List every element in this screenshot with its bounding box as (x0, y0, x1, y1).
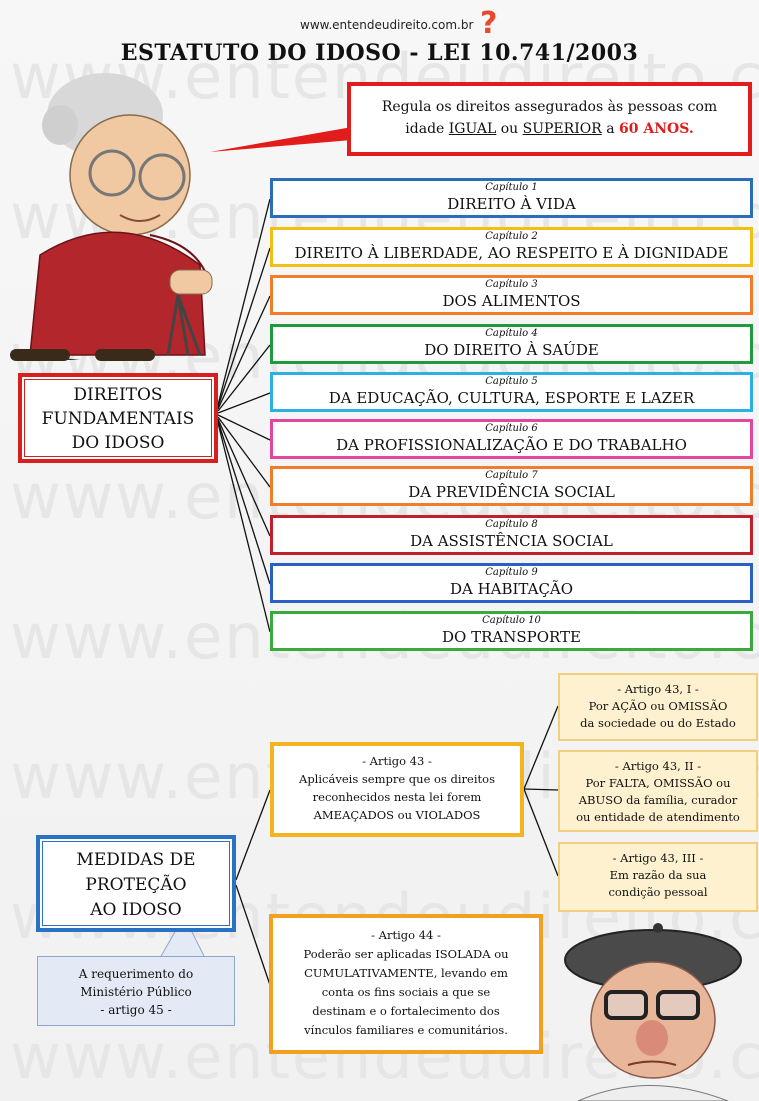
fundamentais-label-1: DIREITOS (73, 385, 163, 405)
intro-age: 60 ANOS. (619, 121, 694, 137)
site-url: www.entendeudireito.com.br (300, 18, 474, 32)
artigo-44-line: Poderão ser aplicadas ISOLADA ou (303, 947, 509, 961)
chapter-box: Capítulo 10 DO TRANSPORTE (270, 611, 753, 651)
artigo-44-box: - Artigo 44 - Poderão ser aplicadas ISOL… (269, 914, 543, 1054)
chapter-title: DO DIREITO À SAÚDE (424, 341, 599, 359)
inciso-box-2: - Artigo 43, II - Por FALTA, OMISSÃO ou … (558, 750, 758, 832)
chapter-box: Capítulo 3 DOS ALIMENTOS (270, 275, 753, 315)
medidas-connectors (235, 705, 559, 986)
inciso-line: Por AÇÃO ou OMISSÃO (588, 699, 728, 713)
artigo-43-title: - Artigo 43 - (362, 754, 432, 768)
chapter-number: Capítulo 2 (485, 231, 538, 242)
inciso-title: - Artigo 43, II - (614, 759, 702, 773)
chapter-number: Capítulo 8 (485, 519, 538, 530)
artigo-44-line: conta os fins sociais a que se (321, 985, 491, 999)
medidas-label-1: MEDIDAS DE (76, 850, 196, 870)
chapter-title: DA PROFISSIONALIZAÇÃO E DO TRABALHO (336, 436, 687, 454)
artigo-43-line: AMEAÇADOS ou VIOLADOS (313, 808, 481, 822)
req-line: Ministério Público (80, 985, 192, 999)
artigo-44-line: destinam e o fortalecimento dos (312, 1004, 500, 1018)
question-mark-icon: ? (480, 6, 498, 41)
inciso-line: Em razão da sua (609, 868, 707, 882)
elderly-man-illustration (564, 923, 742, 1101)
chapter-box: Capítulo 6 DA PROFISSIONALIZAÇÃO E DO TRA… (270, 419, 753, 459)
chapter-number: Capítulo 4 (485, 328, 538, 339)
intro-line-1: Regula os direitos assegurados às pessoa… (381, 99, 718, 115)
artigo-44-line: vínculos familiares e comunitários. (304, 1023, 508, 1037)
chapter-number: Capítulo 10 (482, 615, 541, 626)
req-line: - artigo 45 - (100, 1003, 172, 1017)
chapter-box: Capítulo 1 DIREITO À VIDA (270, 178, 753, 218)
chapter-title: DA PREVIDÊNCIA SOCIAL (408, 483, 615, 501)
chapter-number: Capítulo 9 (485, 567, 538, 578)
chapter-number: Capítulo 5 (485, 376, 538, 387)
chapter-box: Capítulo 7 DA PREVIDÊNCIA SOCIAL (270, 466, 753, 506)
medidas-label-2: PROTEÇÃO (85, 875, 187, 895)
chapter-connectors (217, 198, 271, 633)
artigo-44-line: CUMULATIVAMENTE, levando em (304, 966, 508, 980)
fundamentais-label-2: FUNDAMENTAIS (41, 409, 195, 429)
intro-igual: IGUAL (448, 121, 497, 137)
elderly-woman-illustration (10, 73, 213, 361)
fundamentais-label-3: DO IDOSO (71, 433, 165, 453)
chapter-box: Capítulo 5 DA EDUCAÇÃO, CULTURA, ESPORTE … (270, 372, 753, 412)
direitos-fundamentais-box: DIREITOS FUNDAMENTAIS DO IDOSO (18, 373, 218, 463)
intro-text: ou (496, 121, 523, 137)
artigo-44-title: - Artigo 44 - (371, 928, 441, 942)
intro-text: a (601, 121, 619, 137)
page-title: ESTATUTO DO IDOSO - LEI 10.741/2003 (120, 40, 639, 66)
artigo-43-line: Aplicáveis sempre que os direitos (299, 772, 495, 786)
inciso-line: ou entidade de atendimento (576, 810, 740, 824)
inciso-box-3: - Artigo 43, III - Em razão da sua condi… (558, 842, 758, 912)
chapter-title: DO TRANSPORTE (442, 628, 581, 646)
chapter-number: Capítulo 1 (485, 182, 538, 193)
chapter-title: DA ASSISTÊNCIA SOCIAL (410, 532, 613, 550)
artigo-43-box: - Artigo 43 - Aplicáveis sempre que os d… (270, 742, 524, 837)
inciso-title: - Artigo 43, III - (612, 851, 704, 865)
intro-superior: SUPERIOR (522, 121, 602, 137)
inciso-box-1: - Artigo 43, I - Por AÇÃO ou OMISSÃO da … (558, 673, 758, 741)
chapter-title: DIREITO À LIBERDADE, AO RESPEITO E À DIG… (294, 244, 729, 262)
artigo-43-line: reconhecidos nesta lei forem (312, 790, 482, 804)
inciso-line: condição pessoal (608, 885, 708, 899)
chapter-title: DIREITO À VIDA (447, 195, 576, 213)
chapter-title: DA HABITAÇÃO (449, 580, 574, 598)
chapter-box: Capítulo 4 DO DIREITO À SAÚDE (270, 324, 753, 364)
intro-box: Regula os direitos assegurados às pessoa… (347, 82, 752, 156)
chapter-number: Capítulo 3 (485, 279, 538, 290)
inciso-title: - Artigo 43, I - (617, 682, 699, 696)
intro-line-2: idade IGUAL ou SUPERIOR a 60 ANOS. (351, 118, 748, 140)
chapter-box: Capítulo 2 DIREITO À LIBERDADE, AO RESPEI… (270, 227, 753, 267)
intro-text: idade (405, 121, 449, 137)
inciso-line: da sociedade ou do Estado (580, 716, 736, 730)
chapter-title: DOS ALIMENTOS (442, 292, 581, 310)
requerimento-callout: A requerimento do Ministério Público - a… (37, 956, 235, 1026)
medidas-protecao-box: MEDIDAS DE PROTEÇÃO AO IDOSO (36, 835, 236, 932)
chapter-number: Capítulo 7 (485, 470, 538, 481)
medidas-label-3: AO IDOSO (90, 900, 182, 920)
chapter-box: Capítulo 8 DA ASSISTÊNCIA SOCIAL (270, 515, 753, 555)
inciso-line: ABUSO da família, curador (578, 793, 738, 807)
chapter-number: Capítulo 6 (485, 423, 538, 434)
chapter-box: Capítulo 9 DA HABITAÇÃO (270, 563, 753, 603)
chapter-title: DA EDUCAÇÃO, CULTURA, ESPORTE E LAZER (328, 389, 695, 407)
req-line: A requerimento do (78, 967, 194, 981)
intro-pointer (210, 127, 352, 152)
inciso-line: Por FALTA, OMISSÃO ou (585, 776, 731, 790)
